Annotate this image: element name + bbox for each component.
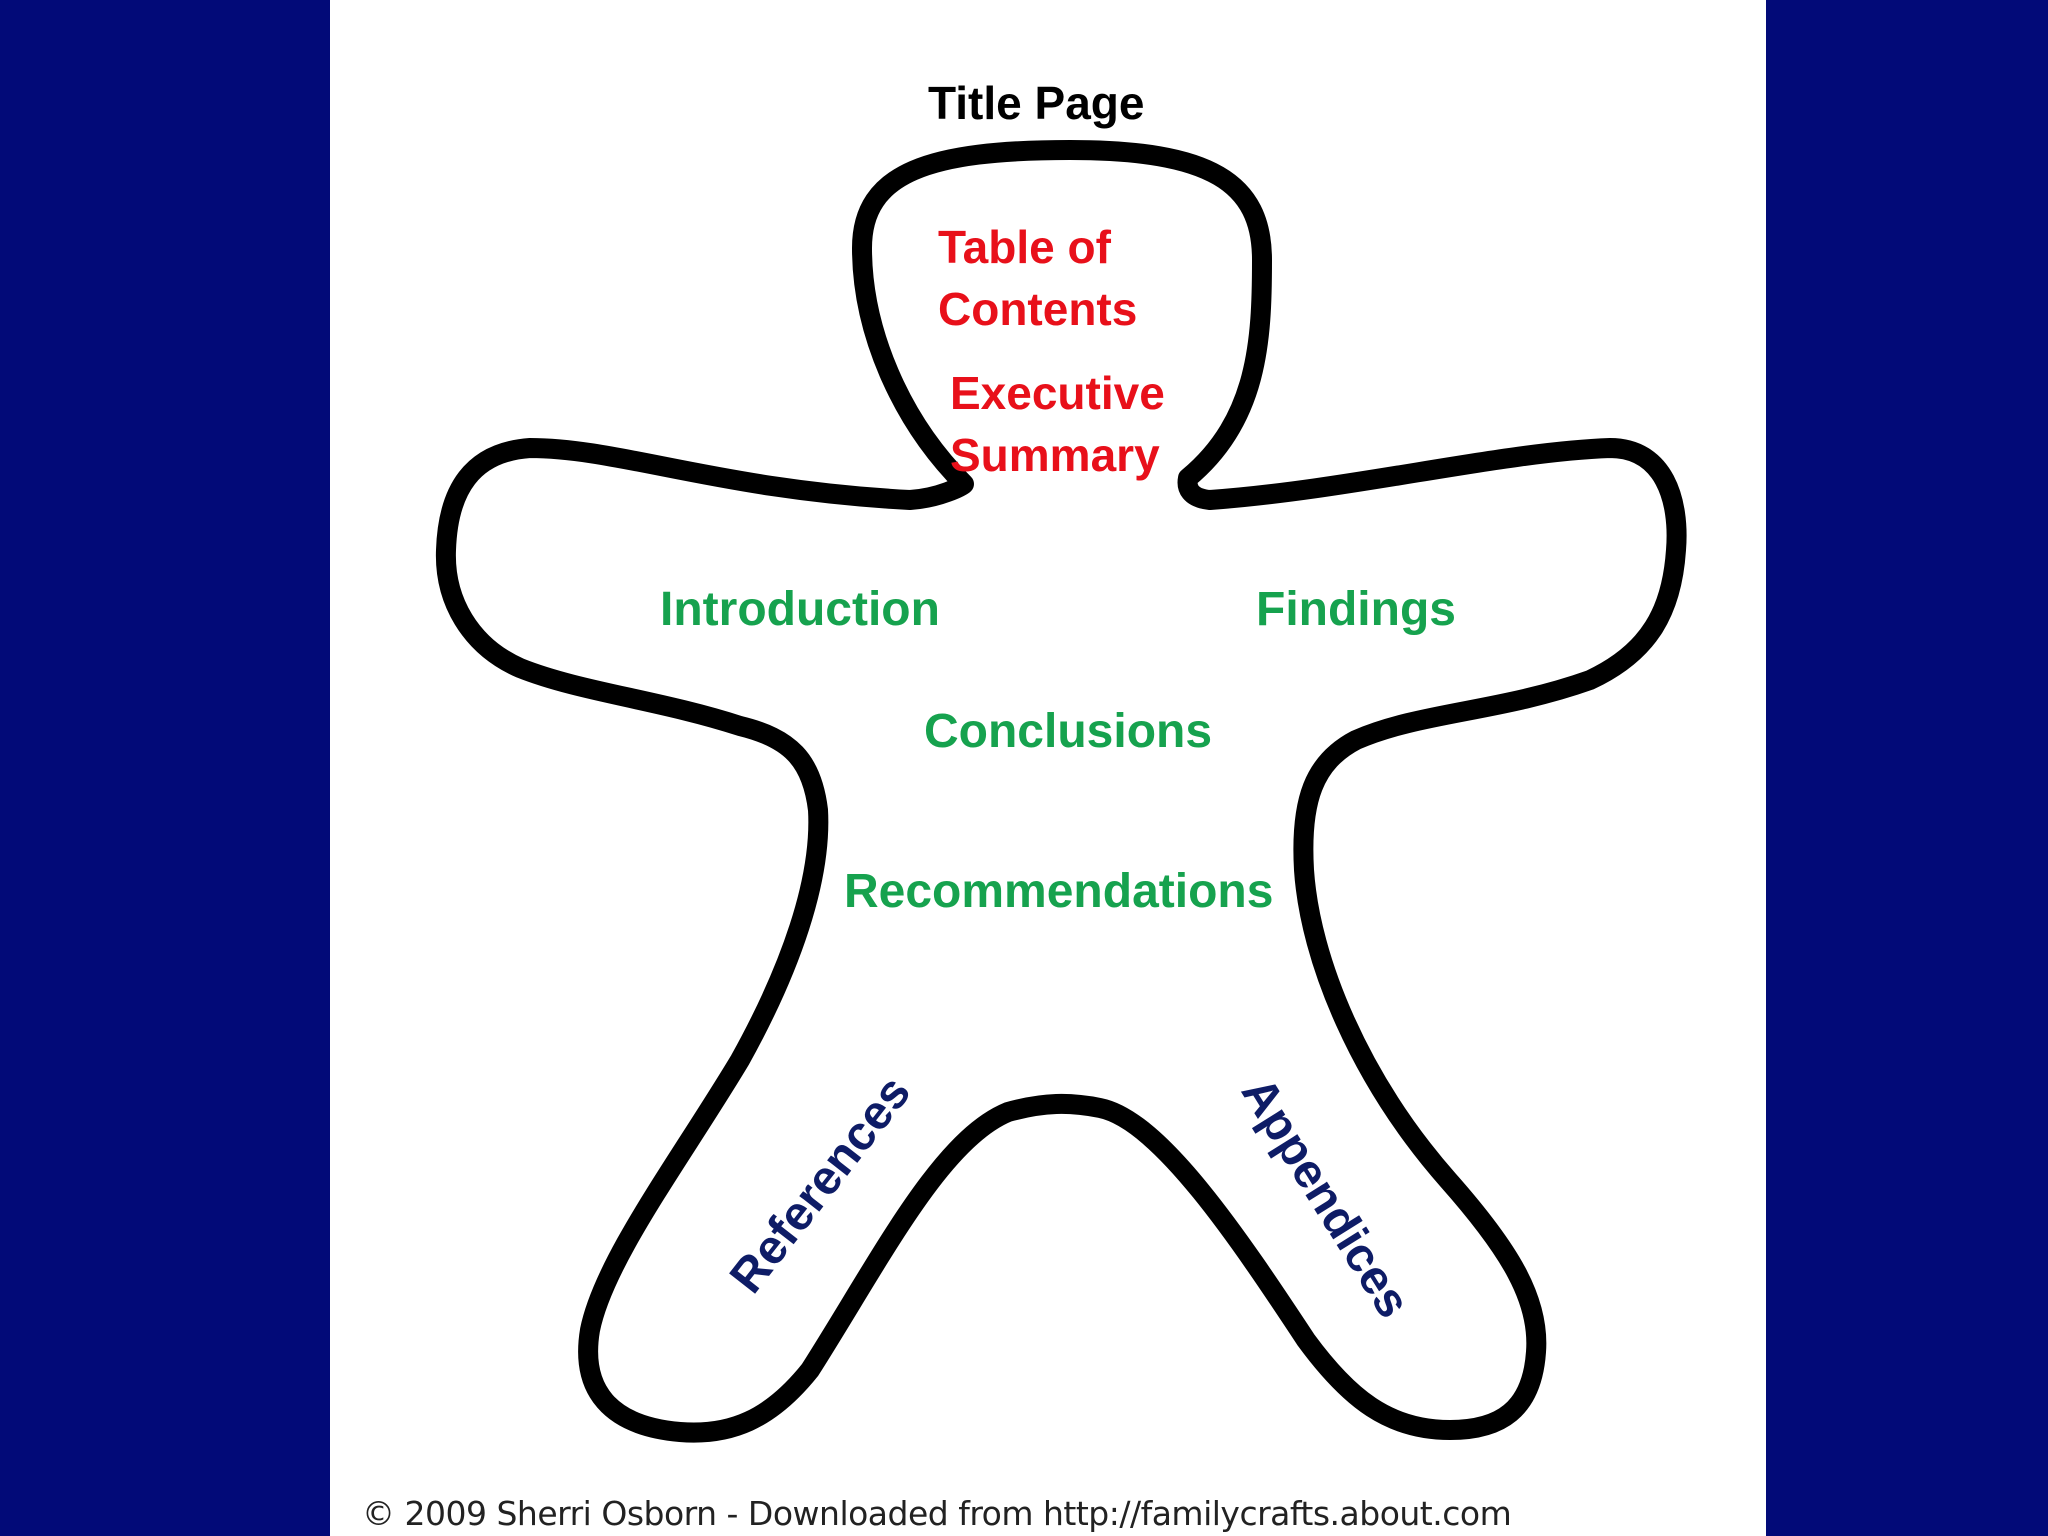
conclusions-label: Conclusions bbox=[924, 705, 1213, 758]
introduction-label: Introduction bbox=[660, 583, 940, 636]
findings-label: Findings bbox=[1256, 583, 1456, 636]
title-page-label: Title Page bbox=[928, 77, 1145, 129]
executive-summary-label: Executive Summary bbox=[950, 367, 1165, 481]
copyright-notice: © 2009 Sherri Osborn - Downloaded from h… bbox=[362, 1494, 1512, 1533]
recommendations-label: Recommendations bbox=[844, 865, 1274, 918]
table-of-contents-label: Table of Contents bbox=[938, 221, 1138, 335]
